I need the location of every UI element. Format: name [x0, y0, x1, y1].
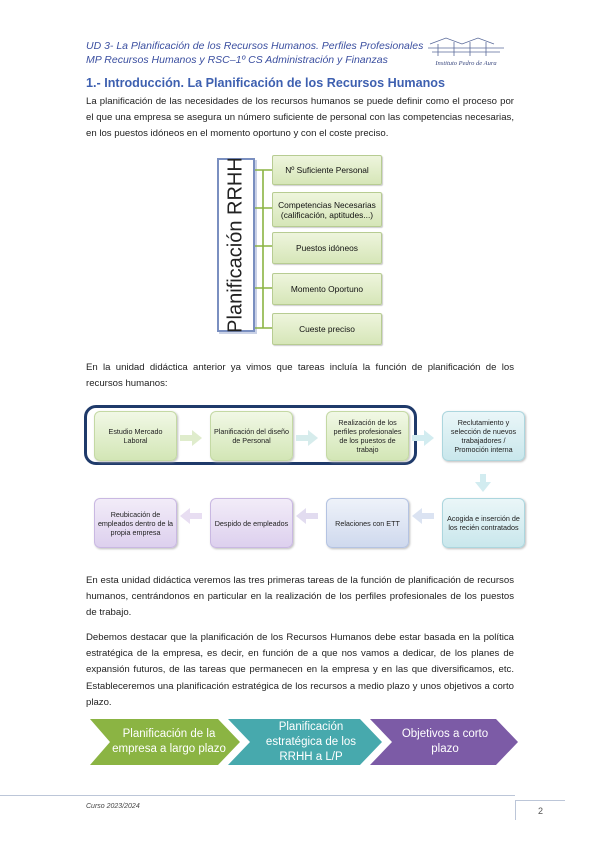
- flow-step-8: Reubicación de empleados dentro de la pr…: [94, 498, 177, 548]
- flow-step-6: Relaciones con ETT: [326, 498, 409, 548]
- diagram1-connectors: [255, 169, 272, 329]
- school-logo: Instituto Pedro de Aura: [418, 34, 514, 68]
- flow-arrows: [180, 430, 491, 524]
- paragraph-intro: La planificación de las necesidades de l…: [86, 96, 514, 140]
- flow-step-3: Realización de los perfiles profesionale…: [326, 411, 409, 461]
- chevron-short-term: Objetivos a corto plazo: [401, 728, 489, 755]
- chevron-shapes: [90, 719, 518, 765]
- chevron-long-term-company: Planificación de la empresa a largo plaz…: [112, 728, 226, 755]
- flow-step-5: Acogida e inserción de los recién contra…: [442, 498, 525, 548]
- paragraph-strategy: Debemos destacar que la planificación de…: [86, 632, 514, 708]
- chevron-strategic-hr: Planificación estratégica de los RRHH a …: [265, 720, 357, 763]
- footer-rule: [0, 795, 515, 796]
- flow-step-7: Despido de empleados: [210, 498, 293, 548]
- paragraph-this-unit: En esta unidad didáctica veremos las tre…: [86, 575, 514, 619]
- planning-item-5: Cueste preciso: [272, 313, 382, 345]
- svg-text:Instituto Pedro de Aura: Instituto Pedro de Aura: [434, 60, 496, 67]
- header-title: UD 3- La Planificación de los Recursos H…: [86, 40, 424, 52]
- header-subtitle: MP Recursos Humanos y RSC–1º CS Administ…: [86, 54, 388, 66]
- flow-step-4: Reclutamiento y selección de nuevos trab…: [442, 411, 525, 461]
- paragraph-previous-unit: En la unidad didáctica anterior ya vimos…: [86, 362, 514, 390]
- page-number: 2: [515, 800, 565, 820]
- flow-step-2: Planificación del diseño de Personal: [210, 411, 293, 461]
- section-title: 1.- Introducción. La Planificación de lo…: [86, 76, 445, 90]
- planning-vertical-label: Planificación RRHH: [217, 157, 255, 333]
- planning-item-4: Momento Oportuno: [272, 273, 382, 305]
- planning-item-1: Nº Suficiente Personal: [272, 155, 382, 185]
- planning-item-3: Puestos idóneos: [272, 232, 382, 264]
- flow-step-1: Estudio Mercado Laboral: [94, 411, 177, 461]
- planning-item-2: Competencias Necesarias (calificación, a…: [272, 192, 382, 227]
- footer-course: Curso 2023/2024: [86, 803, 140, 810]
